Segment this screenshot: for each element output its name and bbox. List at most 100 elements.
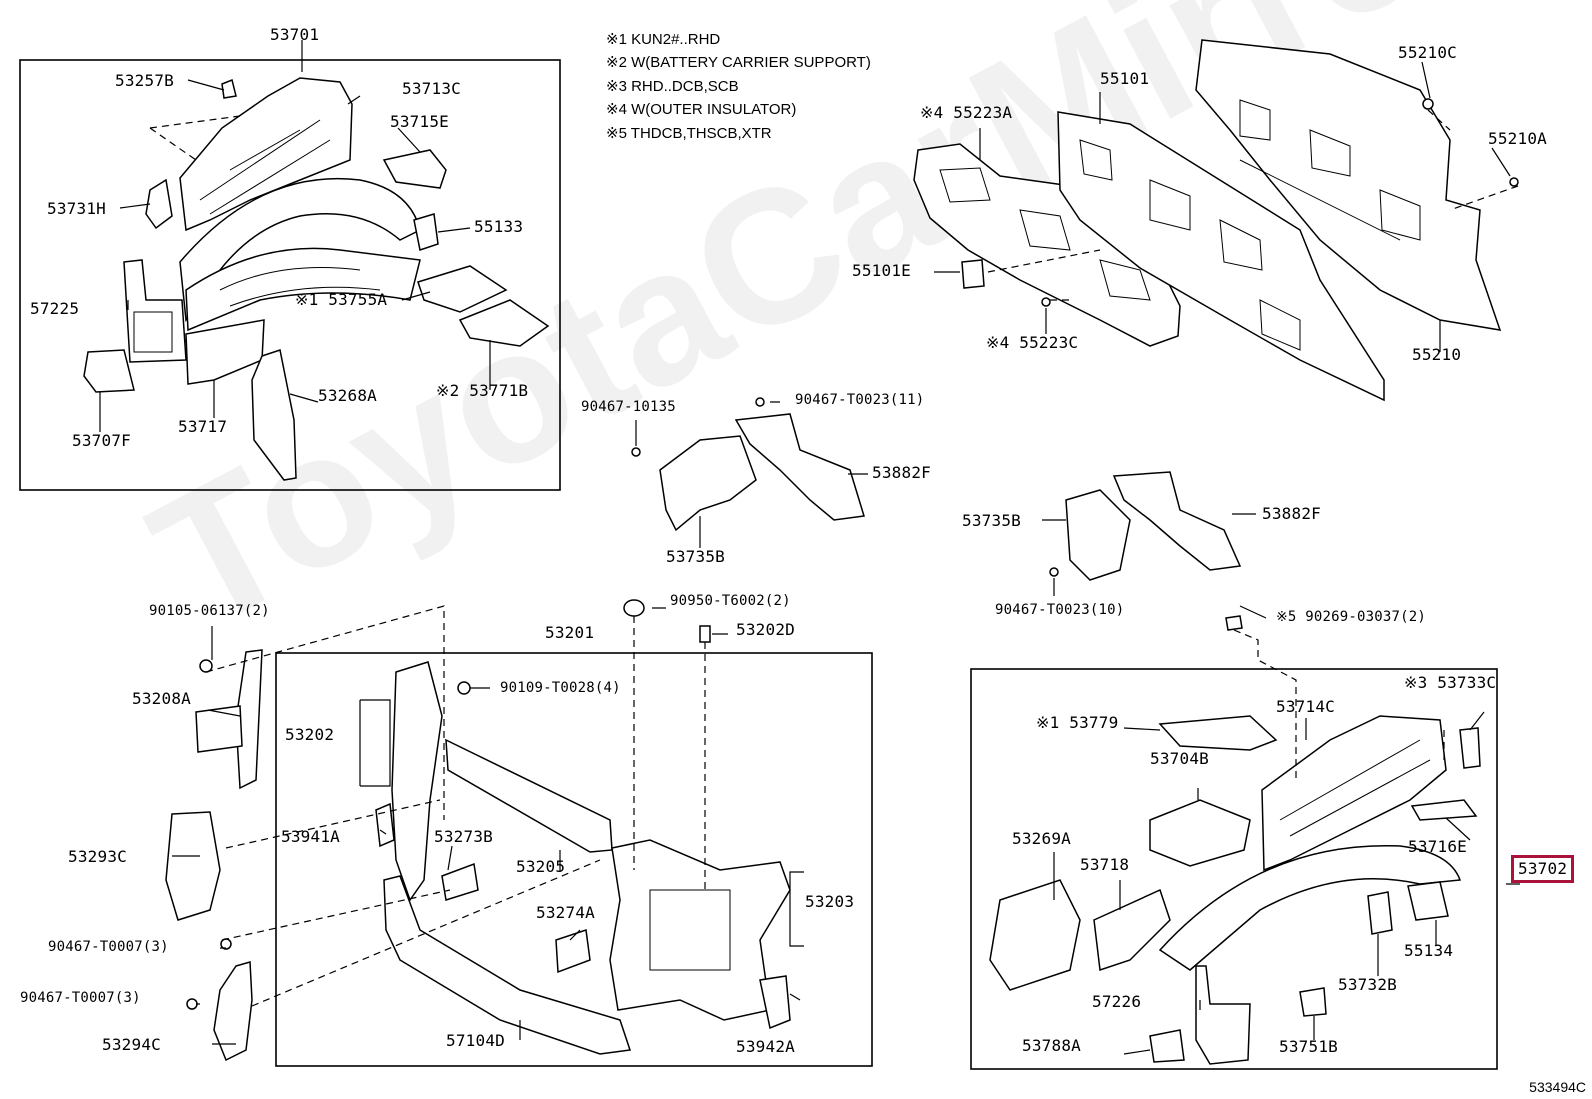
part-53735b-liner-right <box>1065 489 1131 581</box>
label-53716e[interactable]: 53716E <box>1408 837 1467 856</box>
label-53715e[interactable]: 53715E <box>390 112 449 131</box>
note-5: ※5 THDCB,THSCB,XTR <box>606 125 772 142</box>
label-90467-t0007-b[interactable]: 90467-T0007(3) <box>20 990 141 1006</box>
label-53257b[interactable]: 53257B <box>115 71 174 90</box>
label-53732b[interactable]: 53732B <box>1338 975 1397 994</box>
label-53268a[interactable]: 53268A <box>318 386 377 405</box>
label-53701[interactable]: 53701 <box>270 25 320 44</box>
label-53202d[interactable]: 53202D <box>736 620 795 639</box>
label-90269-03037[interactable]: ※5 90269-03037(2) <box>1276 609 1426 625</box>
part-55133 <box>413 213 439 251</box>
part-53733c <box>1459 727 1481 769</box>
label-90467-10135[interactable]: 90467-10135 <box>581 399 676 415</box>
part-55223c-clip <box>1041 297 1051 307</box>
part-53715e <box>382 149 447 189</box>
part-53882f-liner-left <box>734 413 865 521</box>
part-53268a <box>251 349 297 481</box>
part-53755a <box>417 265 508 313</box>
label-53771b[interactable]: ※2 53771B <box>436 381 529 400</box>
label-53707f[interactable]: 53707F <box>72 431 131 450</box>
label-55223c[interactable]: ※4 55223C <box>986 333 1079 352</box>
label-53294c[interactable]: 53294C <box>102 1035 161 1054</box>
part-55210a-clip <box>1509 177 1519 187</box>
label-53882f-left[interactable]: 53882F <box>872 463 931 482</box>
label-57104d[interactable]: 57104D <box>446 1031 505 1050</box>
part-55223a-insulator <box>913 143 1181 347</box>
label-90467-t0023-10[interactable]: 90467-T0023(10) <box>995 602 1125 618</box>
label-53735b-left[interactable]: 53735B <box>666 547 725 566</box>
label-53274a[interactable]: 53274A <box>536 903 595 922</box>
part-90467-t0007-clip-b <box>186 998 198 1010</box>
label-53273b[interactable]: 53273B <box>434 827 493 846</box>
label-90105-06137[interactable]: 90105-06137(2) <box>149 603 270 619</box>
label-53293c[interactable]: 53293C <box>68 847 127 866</box>
part-53269a <box>989 879 1081 991</box>
label-53735b-right[interactable]: 53735B <box>962 511 1021 530</box>
label-53733c[interactable]: ※3 53733C <box>1404 673 1497 692</box>
label-53269a[interactable]: 53269A <box>1012 829 1071 848</box>
part-53202d-cushion <box>699 625 711 643</box>
label-53713c[interactable]: 53713C <box>402 79 461 98</box>
label-55134[interactable]: 55134 <box>1404 941 1454 960</box>
part-53704b <box>1149 799 1251 867</box>
label-53203[interactable]: 53203 <box>805 892 855 911</box>
part-57104d-lower-crossmember <box>383 875 631 1055</box>
part-apron-arch <box>179 177 421 323</box>
label-57225[interactable]: 57225 <box>30 299 80 318</box>
label-90467-t0023-11[interactable]: 90467-T0023(11) <box>795 392 925 408</box>
part-55134 <box>1407 881 1449 921</box>
part-53882f-liner-right <box>1112 471 1242 571</box>
part-53257b <box>221 78 237 99</box>
part-90109-t0028-bolt <box>457 681 471 695</box>
label-53882f-right[interactable]: 53882F <box>1262 504 1321 523</box>
part-53273b <box>441 862 479 901</box>
label-53731h[interactable]: 53731H <box>47 199 106 218</box>
label-53208a[interactable]: 53208A <box>132 689 191 708</box>
note-3: ※3 RHD..DCB,SCB <box>606 78 739 95</box>
part-57225 <box>123 259 187 363</box>
label-53717[interactable]: 53717 <box>178 417 228 436</box>
part-53731h <box>145 178 173 230</box>
label-55101e[interactable]: 55101E <box>852 261 911 280</box>
part-53294c-guide <box>213 961 253 1062</box>
part-90467-t0023-10-clip <box>1049 567 1059 577</box>
part-53205-upper-support <box>445 738 613 853</box>
group-box-53702 <box>970 668 1498 1070</box>
label-53702-highlight[interactable]: 53702 <box>1510 855 1575 883</box>
part-90105-06137-bolt <box>199 659 213 673</box>
label-55210c[interactable]: 55210C <box>1398 43 1457 62</box>
label-90467-t0007-a[interactable]: 90467-T0007(3) <box>48 939 169 955</box>
label-53704b[interactable]: 53704B <box>1150 749 1209 768</box>
label-55223a[interactable]: ※4 55223A <box>920 103 1013 122</box>
label-53788a[interactable]: 53788A <box>1022 1036 1081 1055</box>
part-55101e-plug <box>961 259 985 289</box>
label-90109-t0028[interactable]: 90109-T0028(4) <box>500 680 621 696</box>
label-53205[interactable]: 53205 <box>516 857 566 876</box>
label-55210a[interactable]: 55210A <box>1488 129 1547 148</box>
label-53779[interactable]: ※1 53779 <box>1036 713 1119 732</box>
note-1: ※1 KUN2#..RHD <box>606 31 721 48</box>
part-55101-dash-panel <box>1057 111 1385 402</box>
label-53755a[interactable]: ※1 53755A <box>295 290 388 309</box>
part-53716e <box>1410 799 1478 821</box>
part-53713c-apron <box>179 77 353 232</box>
label-57226[interactable]: 57226 <box>1092 992 1142 1011</box>
label-55210[interactable]: 55210 <box>1412 345 1462 364</box>
label-53941a[interactable]: 53941A <box>281 827 340 846</box>
part-53771b <box>458 299 550 347</box>
label-53942a[interactable]: 53942A <box>736 1037 795 1056</box>
label-53202[interactable]: 53202 <box>285 725 335 744</box>
label-53718[interactable]: 53718 <box>1080 855 1130 874</box>
label-55101[interactable]: 55101 <box>1100 69 1150 88</box>
part-57226 <box>1195 965 1251 1065</box>
diagram-code: 533494C <box>1529 1079 1586 1095</box>
label-53714c[interactable]: 53714C <box>1276 697 1335 716</box>
part-90467-10135-clip <box>631 447 641 457</box>
label-53751b[interactable]: 53751B <box>1279 1037 1338 1056</box>
part-53751b <box>1299 987 1327 1017</box>
label-53201[interactable]: 53201 <box>545 623 595 642</box>
note-4: ※4 W(OUTER INSULATOR) <box>606 101 797 118</box>
label-55133[interactable]: 55133 <box>474 217 524 236</box>
label-90950-t6002[interactable]: 90950-T6002(2) <box>670 593 791 609</box>
